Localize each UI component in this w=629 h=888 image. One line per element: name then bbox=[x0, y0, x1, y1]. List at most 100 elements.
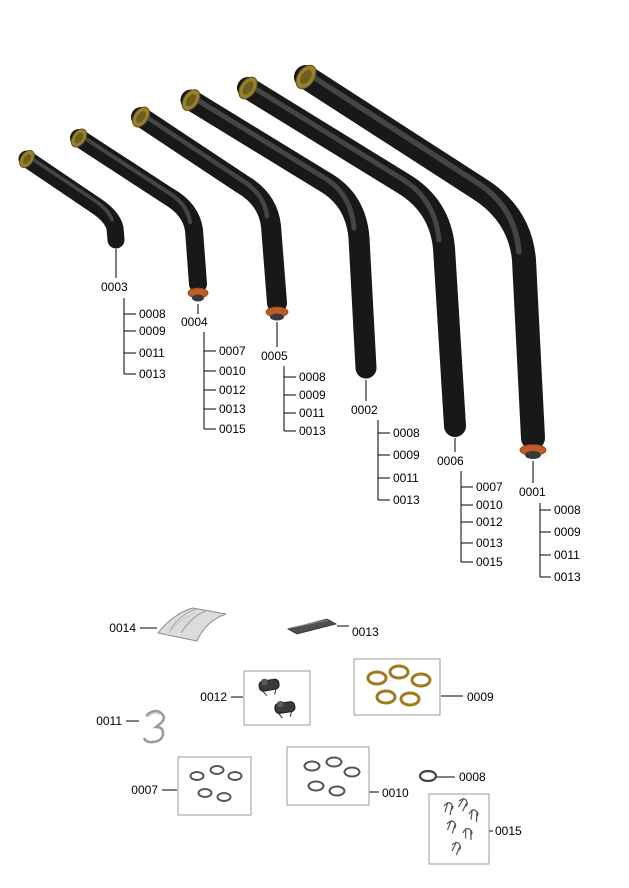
pipe-0006-part-ref: 0007 bbox=[476, 480, 503, 494]
o-ring-icon bbox=[303, 760, 321, 772]
pipe-tip-opening bbox=[74, 132, 84, 144]
pipe-0001-part-ref: 0009 bbox=[554, 525, 581, 539]
pipe-0005-part-ref: 0009 bbox=[299, 388, 326, 402]
clip-wire bbox=[142, 709, 165, 744]
brass-o-ring-icon bbox=[388, 664, 410, 680]
pipe-body bbox=[294, 65, 545, 450]
pipe-0003-label: 0003 bbox=[101, 280, 128, 294]
o-ring-icon bbox=[216, 792, 232, 802]
pipe-highlight bbox=[301, 68, 522, 255]
retaining-clip-icon bbox=[443, 801, 454, 816]
o-ring-icon bbox=[328, 785, 346, 797]
o-ring-icon bbox=[209, 765, 225, 775]
pipe-0006-part-ref: 0010 bbox=[476, 498, 503, 512]
pipe-0003-part-ref: 0013 bbox=[139, 367, 166, 381]
pipe-end-stub bbox=[192, 294, 204, 302]
pipe-0003-part-ref: 0009 bbox=[139, 324, 166, 338]
strip-highlight bbox=[289, 619, 329, 629]
pipe-0004-part-ref: 0010 bbox=[219, 364, 246, 378]
pipe-end-stub bbox=[270, 313, 284, 321]
pipe-tip-opening bbox=[242, 81, 254, 95]
pipe-tip-opening bbox=[185, 93, 197, 107]
hardware-0012-label: 0012 bbox=[200, 690, 227, 704]
pipe-0002-part-ref: 0011 bbox=[393, 471, 419, 485]
clamp-icon bbox=[258, 678, 280, 697]
pipe-0004-part-ref: 0013 bbox=[219, 402, 246, 416]
pipe-tip-opening bbox=[136, 111, 146, 123]
bracket-0004 bbox=[203, 332, 216, 430]
gasket-plate-icon bbox=[157, 607, 227, 642]
strip-icon bbox=[286, 618, 338, 635]
pipe-0001-label: 0001 bbox=[519, 485, 546, 499]
pipe-0005-part-ref: 0008 bbox=[299, 370, 326, 384]
pipe-callout-labels: 0003 0008 0009 0011 0013 0004 0007 0010 … bbox=[101, 280, 581, 584]
clamp-tab bbox=[261, 678, 268, 686]
item-box bbox=[428, 793, 490, 865]
bracket-0002 bbox=[377, 420, 390, 501]
pipe-0004-part-ref: 0007 bbox=[219, 344, 246, 358]
pipe-0001-part-ref: 0011 bbox=[554, 548, 580, 562]
o-ring-icon bbox=[307, 780, 325, 792]
pipe-0006-part-ref: 0013 bbox=[476, 536, 503, 550]
plate-ridge bbox=[169, 608, 198, 631]
pipe-highlight bbox=[243, 80, 442, 243]
clamp-legs bbox=[278, 711, 292, 719]
clamp-tab bbox=[277, 701, 284, 708]
hardware-items bbox=[142, 607, 490, 865]
retaining-clip-icons bbox=[443, 797, 479, 856]
pipe-assembly-0006 bbox=[237, 76, 466, 437]
pipe-0002-part-ref: 0013 bbox=[393, 493, 420, 507]
pipe-0006-part-ref: 0015 bbox=[476, 555, 503, 569]
pipe-0003-part-ref: 0008 bbox=[139, 307, 166, 321]
clamp-legs bbox=[262, 688, 277, 697]
pipe-0004-label: 0004 bbox=[181, 315, 208, 329]
pipe-body bbox=[18, 150, 125, 249]
hardware-labels: 0014 0013 0012 0009 0011 0007 0010 0008 … bbox=[96, 621, 522, 838]
hardware-0011-label: 0011 bbox=[96, 714, 122, 728]
hardware-0009-label: 0009 bbox=[467, 690, 494, 704]
pipe-highlight bbox=[75, 131, 192, 224]
o-ring-icon bbox=[343, 766, 361, 778]
pipe-0001-part-ref: 0013 bbox=[554, 570, 581, 584]
pipe-0002-part-ref: 0008 bbox=[393, 426, 420, 440]
hardware-0015-label: 0015 bbox=[495, 824, 522, 838]
oring-medium-box bbox=[286, 746, 370, 806]
clamp-pair-box bbox=[243, 670, 311, 726]
pipe-highlight bbox=[186, 92, 357, 231]
pipe-0004-part-ref: 0012 bbox=[219, 383, 246, 397]
o-ring-icon bbox=[197, 788, 213, 798]
brass-o-ring-icon bbox=[399, 691, 421, 707]
bracket-0005 bbox=[283, 366, 296, 432]
item-box bbox=[353, 658, 441, 716]
clamp-icon bbox=[274, 701, 296, 719]
brass-oring-box bbox=[353, 658, 441, 716]
retaining-clip-icon bbox=[462, 827, 473, 841]
o-ring-icon bbox=[227, 771, 243, 781]
hardware-0007-label: 0007 bbox=[131, 783, 158, 797]
callout-lines bbox=[115, 249, 551, 832]
pipe-tip-opening bbox=[22, 154, 32, 164]
plate-ridge bbox=[166, 612, 197, 637]
bracket-0003 bbox=[123, 298, 136, 375]
item-box bbox=[243, 670, 311, 726]
pipe-0006-label: 0006 bbox=[437, 454, 464, 468]
oring-small-box bbox=[177, 756, 252, 816]
bracket-0001 bbox=[539, 503, 551, 578]
pipe-0004-part-ref: 0015 bbox=[219, 422, 246, 436]
hardware-0013-label: 0013 bbox=[352, 625, 379, 639]
pipe-0001-part-ref: 0008 bbox=[554, 503, 581, 517]
hardware-0014-label: 0014 bbox=[109, 621, 136, 635]
retaining-clip-icon bbox=[457, 797, 468, 812]
pipe-0005-label: 0005 bbox=[261, 349, 288, 363]
pipe-0005-part-ref: 0011 bbox=[299, 406, 325, 420]
clip-highlight bbox=[147, 712, 161, 718]
pipe-0002-label: 0002 bbox=[351, 403, 378, 417]
pipe-0003-part-ref: 0011 bbox=[139, 346, 165, 360]
plate-ridge bbox=[180, 610, 207, 634]
brass-o-ring-icon bbox=[410, 672, 432, 688]
bracket-0006 bbox=[460, 471, 473, 563]
plate-body bbox=[157, 607, 227, 642]
retaining-clip-icon bbox=[451, 841, 462, 856]
